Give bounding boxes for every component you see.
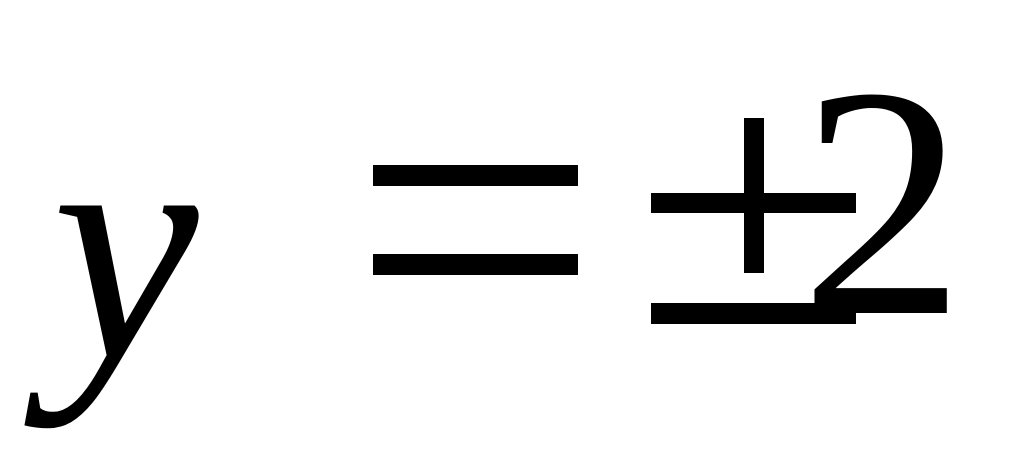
plus-vertical-bar <box>744 118 764 273</box>
variable-y: y <box>52 64 199 429</box>
equals-sign-top-bar <box>373 165 578 186</box>
plus-minus-sign <box>651 118 856 324</box>
equals-sign-bottom-bar <box>373 254 578 275</box>
minus-bar <box>651 303 856 324</box>
number-value: 2 <box>800 20 965 385</box>
